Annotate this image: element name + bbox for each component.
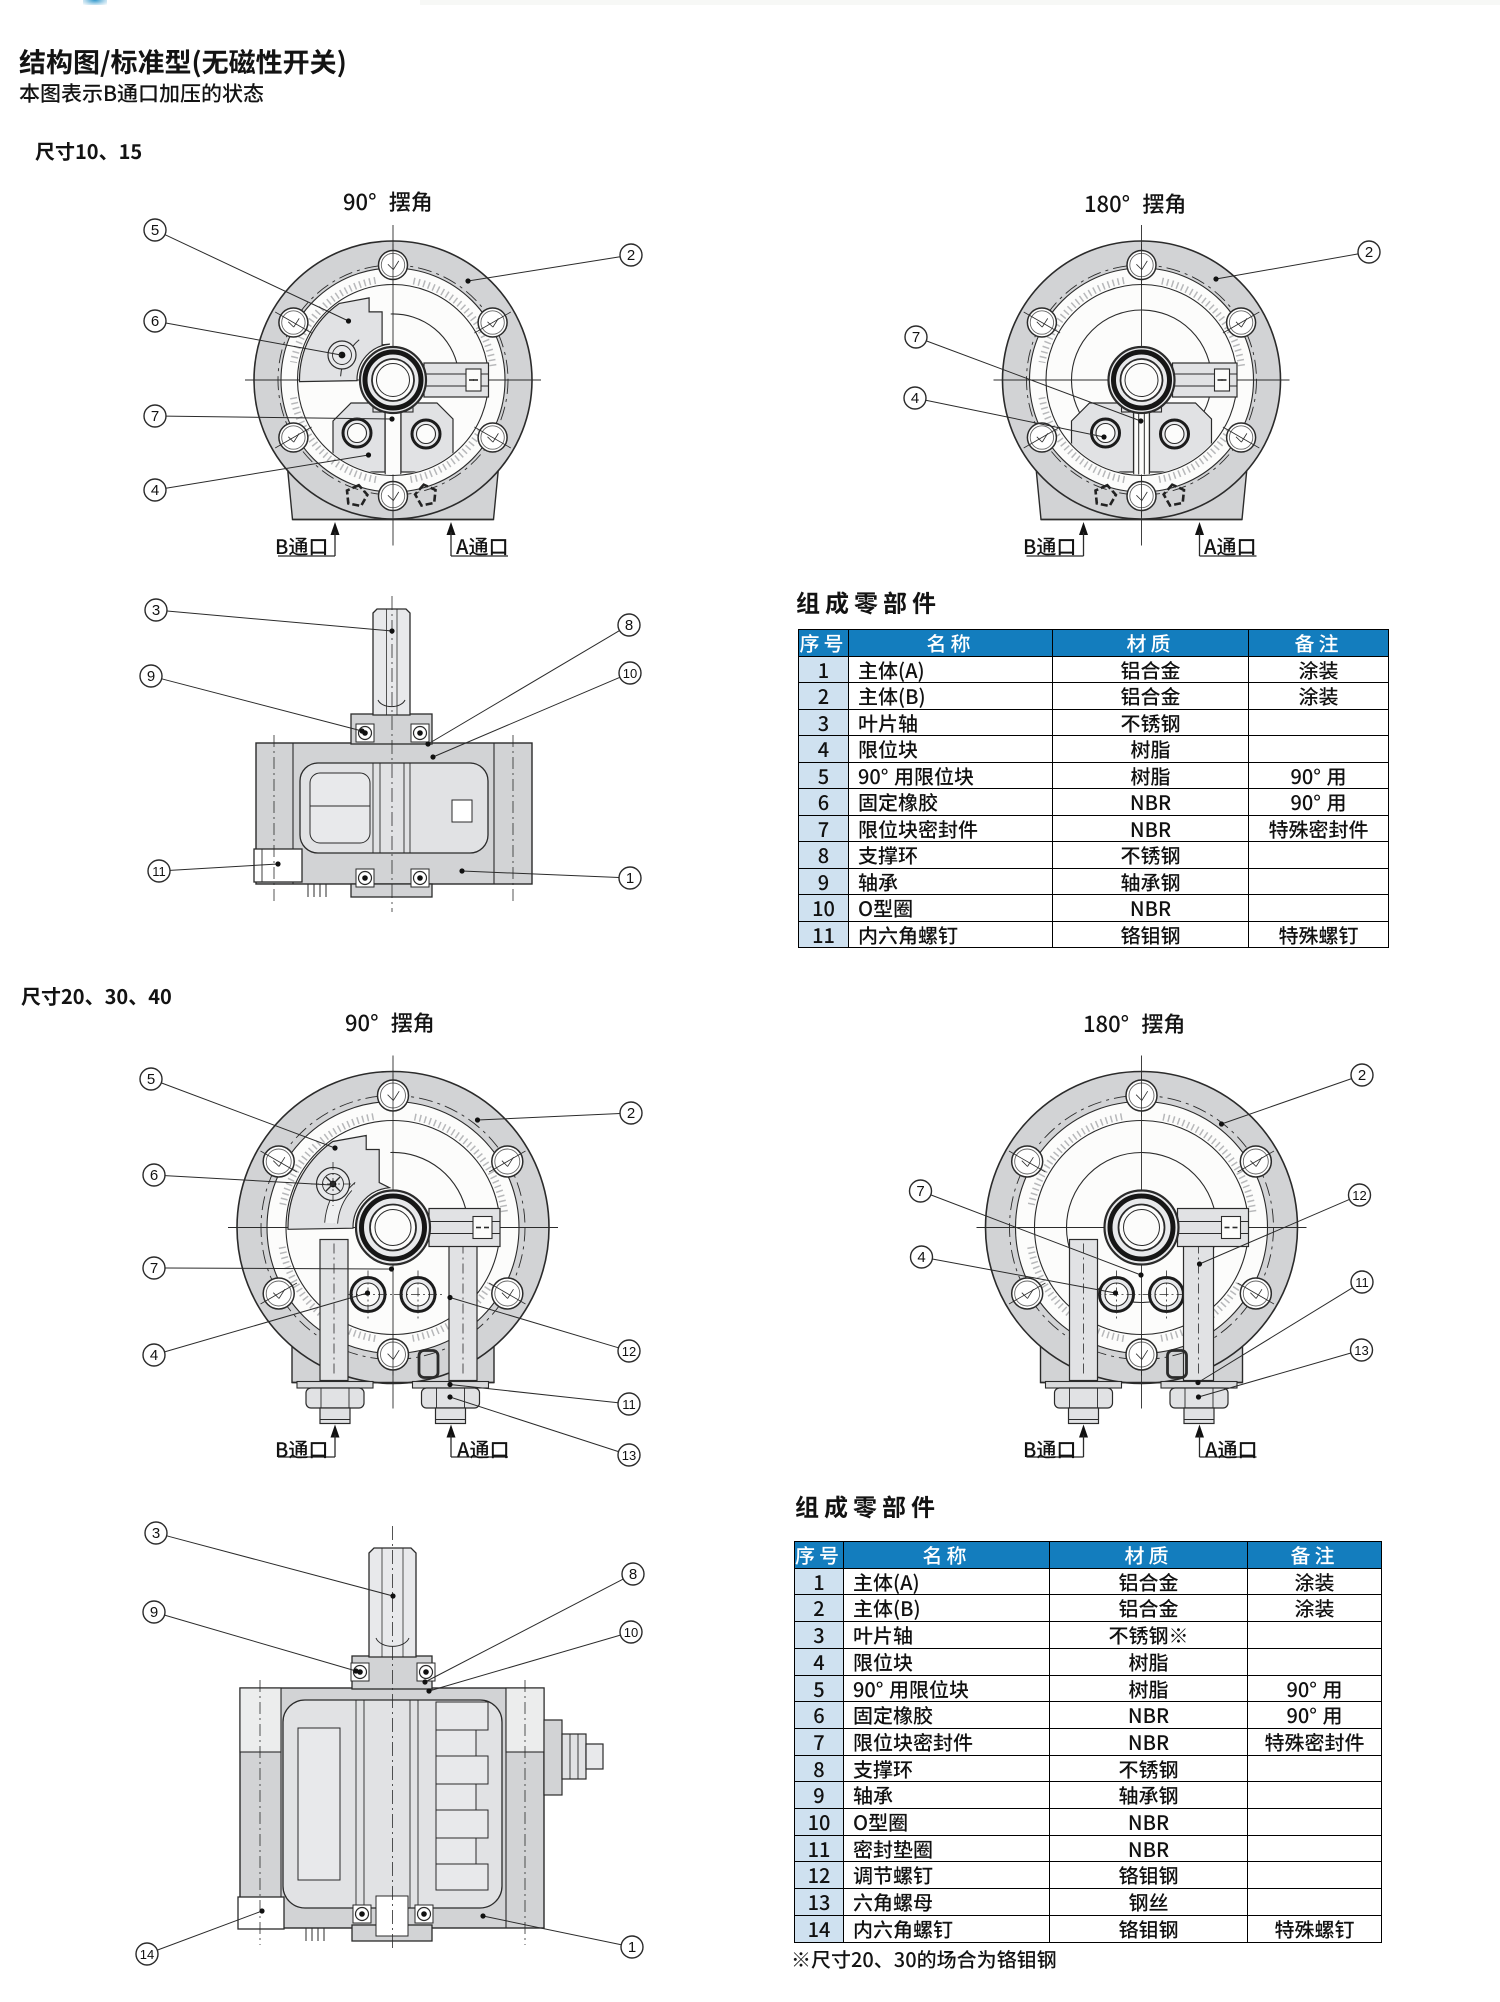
svg-text:6: 6 — [150, 1167, 158, 1184]
svg-text:4: 4 — [911, 390, 919, 407]
svg-text:7: 7 — [151, 408, 159, 425]
svg-text:8: 8 — [625, 617, 633, 634]
svg-text:12: 12 — [622, 1344, 636, 1359]
svg-text:6: 6 — [151, 313, 159, 330]
svg-text:7: 7 — [912, 329, 920, 346]
svg-text:8: 8 — [629, 1566, 637, 1583]
svg-text:3: 3 — [152, 1525, 160, 1542]
svg-text:13: 13 — [622, 1448, 636, 1463]
svg-text:4: 4 — [151, 482, 159, 499]
svg-text:7: 7 — [150, 1260, 158, 1277]
svg-text:13: 13 — [1354, 1343, 1368, 1358]
svg-text:2: 2 — [1358, 1067, 1366, 1084]
svg-text:1: 1 — [626, 870, 634, 887]
svg-text:9: 9 — [147, 668, 155, 685]
svg-text:2: 2 — [627, 1105, 635, 1122]
svg-text:3: 3 — [152, 602, 160, 619]
svg-text:1: 1 — [628, 1939, 636, 1956]
svg-text:10: 10 — [624, 1625, 638, 1640]
svg-text:12: 12 — [1352, 1188, 1366, 1203]
svg-text:11: 11 — [152, 864, 166, 879]
svg-text:4: 4 — [150, 1347, 158, 1364]
svg-text:11: 11 — [622, 1397, 636, 1412]
svg-text:7: 7 — [916, 1183, 924, 1200]
svg-text:2: 2 — [1365, 244, 1373, 261]
svg-text:10: 10 — [623, 666, 637, 681]
svg-text:11: 11 — [1355, 1275, 1369, 1290]
svg-text:9: 9 — [150, 1604, 158, 1621]
svg-text:14: 14 — [140, 1947, 154, 1962]
svg-text:4: 4 — [917, 1249, 925, 1266]
svg-text:5: 5 — [147, 1071, 155, 1088]
svg-text:5: 5 — [151, 222, 159, 239]
svg-text:2: 2 — [627, 247, 635, 264]
